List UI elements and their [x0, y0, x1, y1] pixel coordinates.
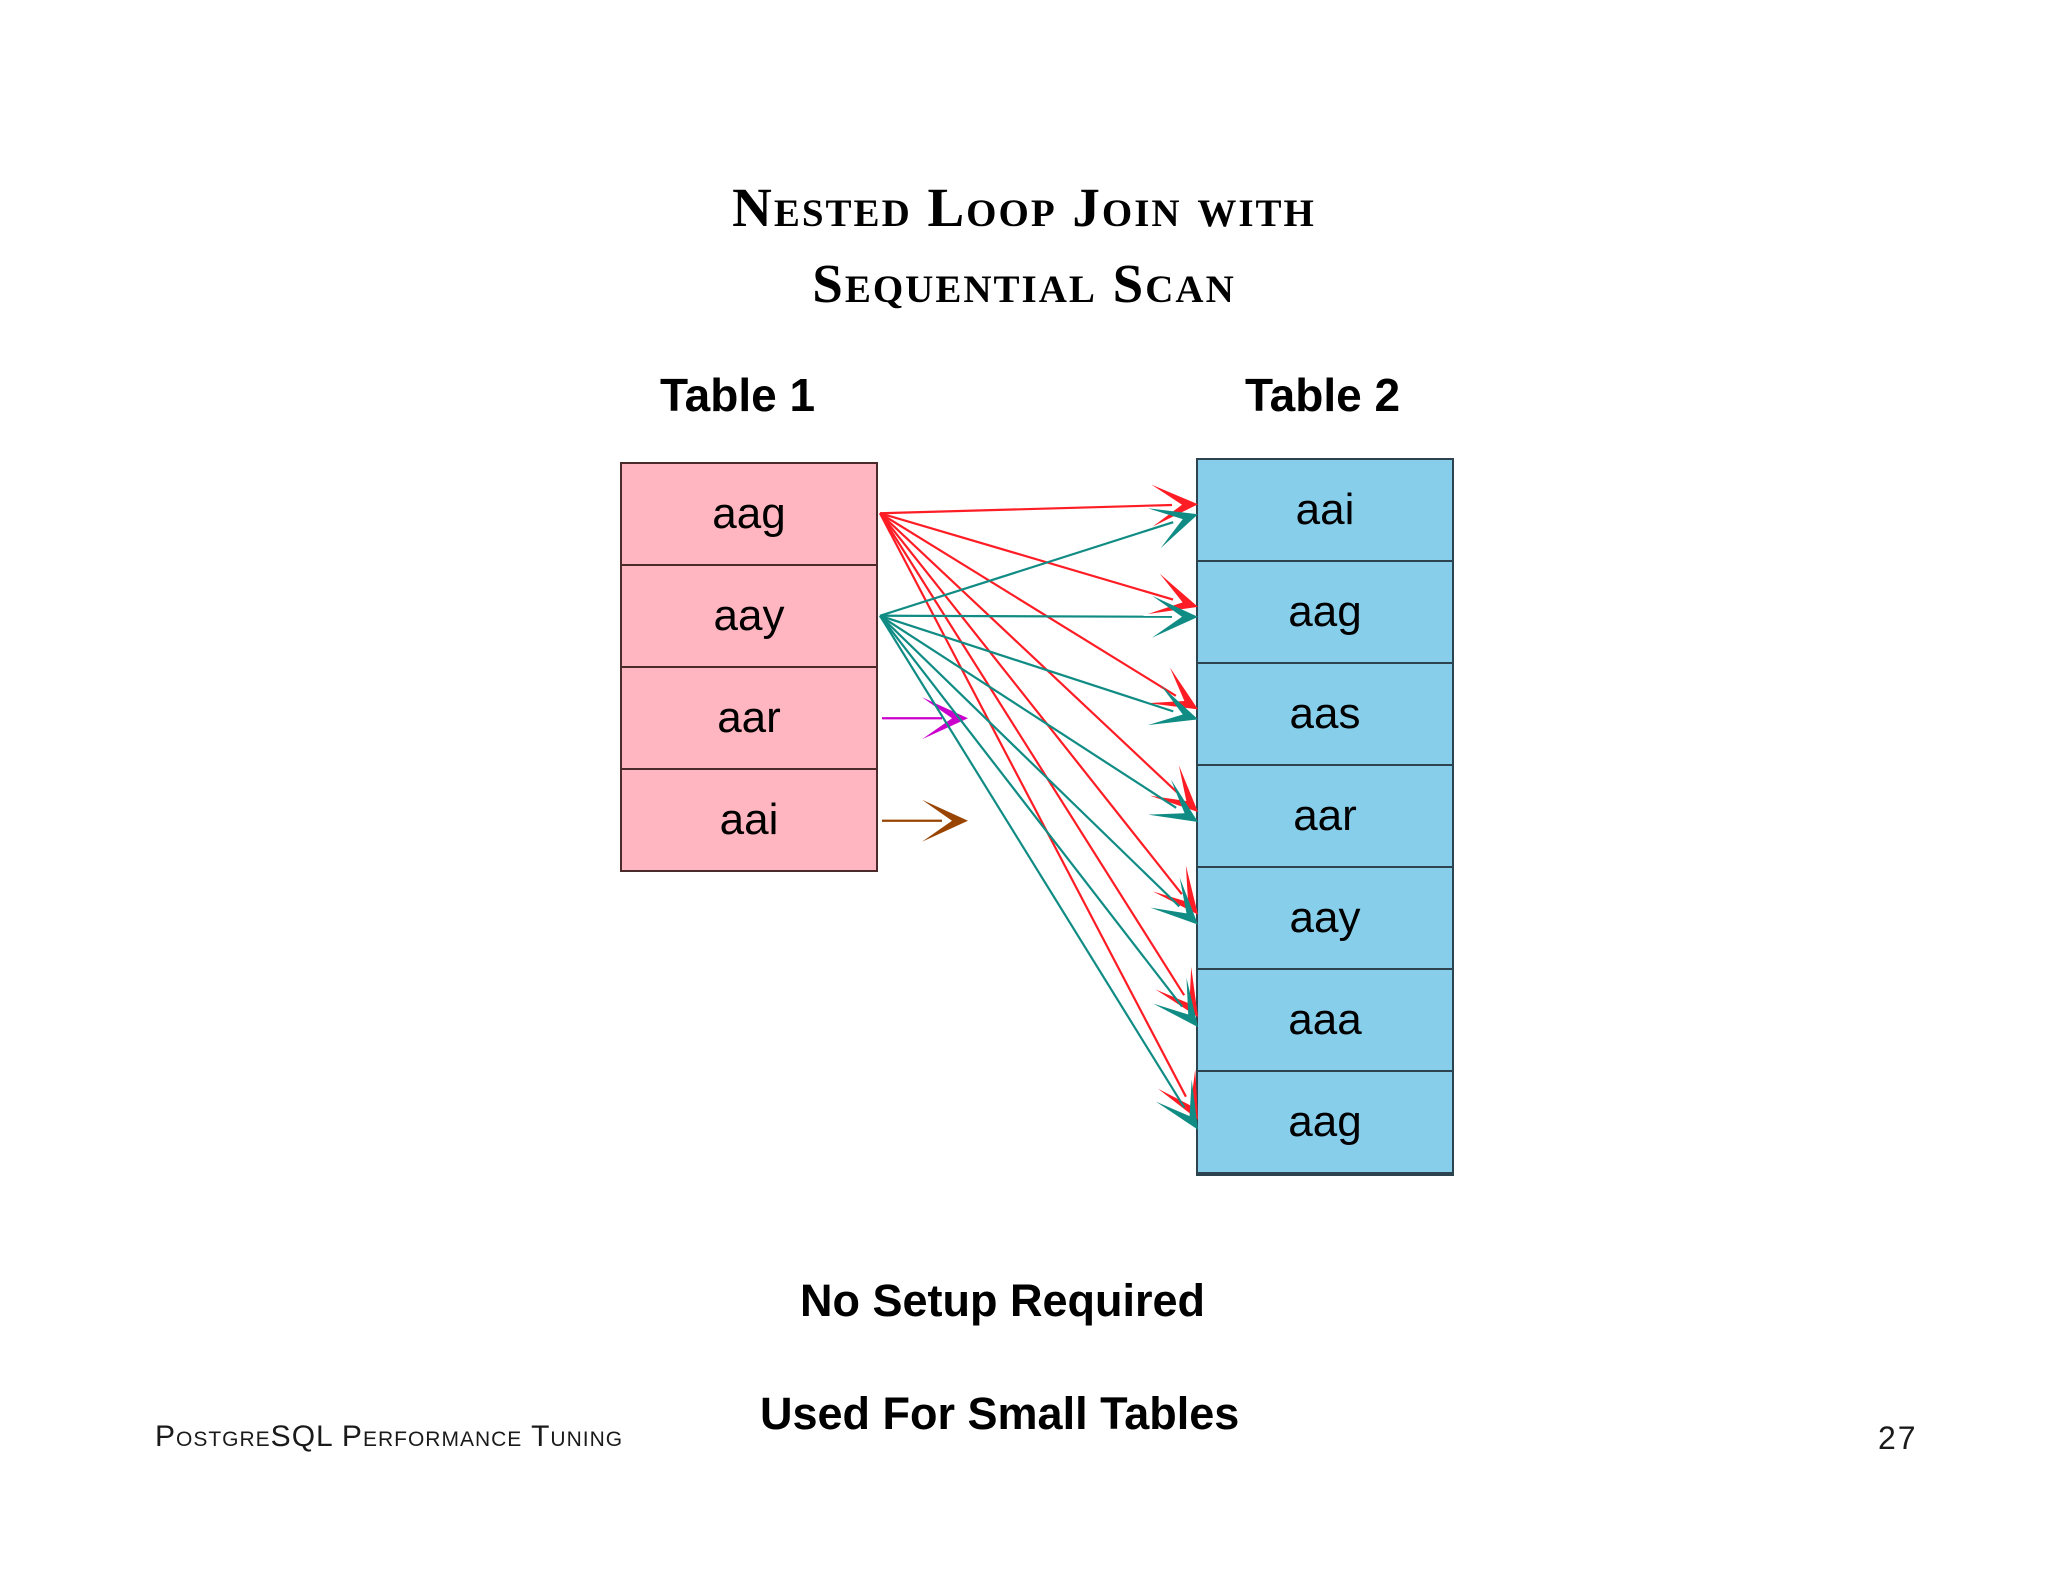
- table-2-row: aaa: [1198, 970, 1452, 1072]
- table-2-row: aar: [1198, 766, 1452, 868]
- table-1-row: aar: [622, 668, 876, 770]
- table-1-row: aay: [622, 566, 876, 668]
- table-2-row: aas: [1198, 664, 1452, 766]
- footer-deck-title: PostgreSQL Performance Tuning: [155, 1420, 624, 1453]
- table-1: aag aay aar aai: [620, 462, 878, 872]
- title-line-2: Sequential Scan: [812, 252, 1236, 314]
- table-2-heading: Table 2: [1245, 369, 1401, 421]
- table-1-heading: Table 1: [660, 369, 816, 421]
- table-2-row: aai: [1198, 460, 1452, 562]
- table-2-row: aay: [1198, 868, 1452, 970]
- note-no-setup: No Setup Required: [800, 1275, 1206, 1326]
- table-1-row: aai: [719, 795, 779, 844]
- table-2: aai aag aas aar aay aaa aag: [1196, 458, 1454, 1176]
- note-small-tables: Used For Small Tables: [760, 1388, 1240, 1439]
- table-2-row: aag: [1198, 562, 1452, 664]
- slide-title: Nested Loop Join with Sequential Scan: [0, 170, 2048, 322]
- footer-page-number: 27: [1878, 1420, 1918, 1456]
- title-line-1: Nested Loop Join with: [732, 177, 1316, 238]
- table-1-row: aag: [622, 464, 876, 566]
- table-2-row: aag: [1198, 1072, 1452, 1174]
